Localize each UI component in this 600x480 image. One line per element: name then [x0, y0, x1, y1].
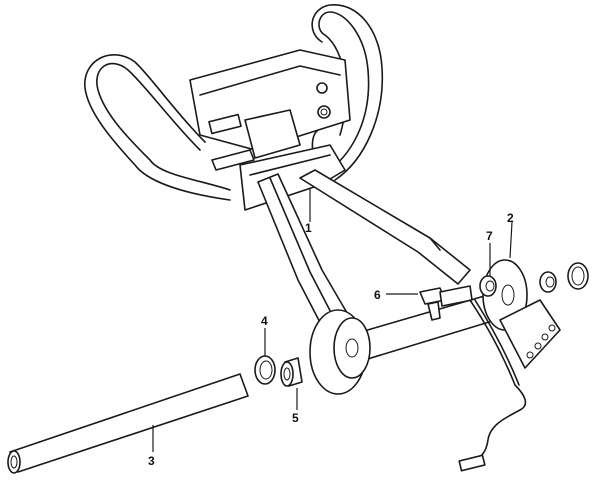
part-3-tube — [7, 373, 249, 474]
part-5-sleeve — [280, 357, 303, 387]
leader-lines — [152, 188, 513, 452]
part-7-bushing — [479, 275, 497, 297]
callout-3: 3 — [148, 454, 155, 468]
rear-cable — [467, 299, 527, 463]
control-box — [189, 49, 351, 159]
callout-5: 5 — [292, 411, 299, 425]
callout-7: 7 — [486, 229, 493, 243]
callout-1: 1 — [305, 221, 312, 235]
callout-4: 4 — [261, 314, 268, 328]
callout-2: 2 — [507, 211, 514, 225]
callout-6: 6 — [374, 288, 381, 302]
frame-arms — [257, 169, 471, 335]
rear-cable-plug — [458, 454, 486, 472]
part-6-knob-bolt — [419, 285, 473, 321]
part-2-bracket — [482, 259, 561, 369]
part-4-washer — [254, 355, 276, 385]
handlebar — [84, 4, 384, 201]
left-disc — [309, 309, 371, 395]
right-washers — [539, 262, 589, 293]
